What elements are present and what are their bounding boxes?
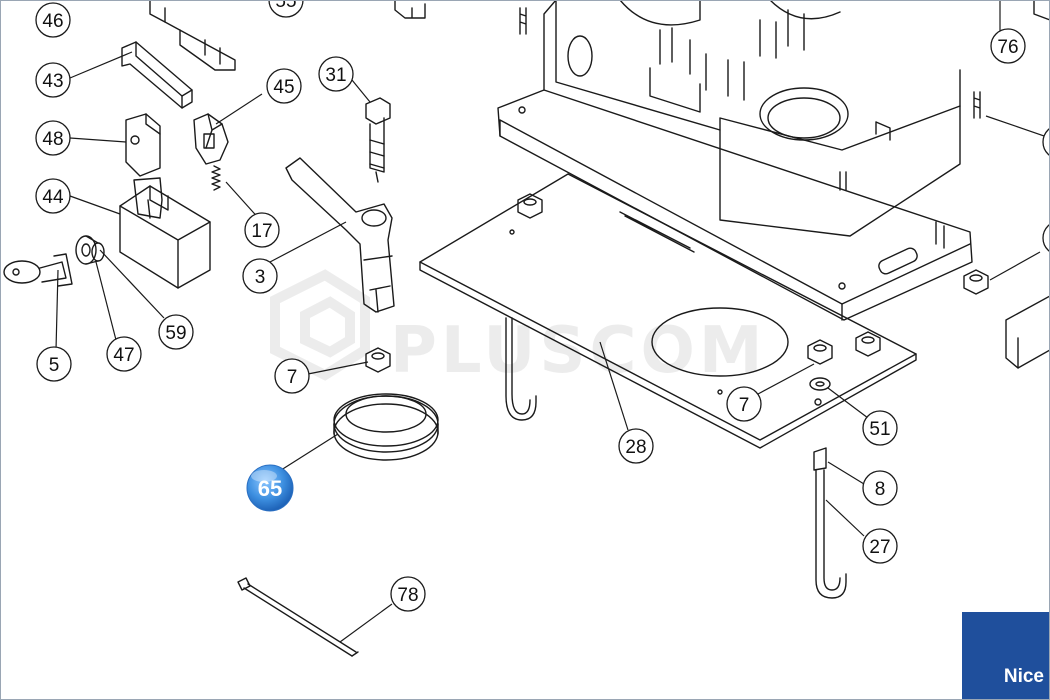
part-17-spring	[211, 165, 221, 191]
part-7-nuts-plate	[807, 331, 881, 365]
callout-8[interactable]: 8	[862, 470, 898, 506]
watermark-text: PLUSCOM	[390, 314, 767, 388]
part-65-seal-ring	[333, 393, 439, 461]
callout-8-label: 8	[875, 479, 886, 500]
part-45-latch	[193, 113, 229, 165]
part-51-washer	[809, 377, 831, 391]
part-7-nut-left	[365, 347, 391, 373]
callout-43[interactable]: 43	[35, 62, 71, 98]
callout-47-label: 47	[113, 345, 134, 366]
callout-76[interactable]: 76	[990, 28, 1026, 64]
callout-43-label: 43	[42, 71, 63, 92]
brand-logo: Nice	[962, 612, 1050, 700]
part-stud-left	[505, 317, 537, 421]
callout-76-label: 76	[997, 37, 1018, 58]
watermark: PLUSCOM	[270, 269, 767, 388]
callout-31[interactable]: 31	[318, 56, 354, 92]
brand-logo-text: Nice	[1003, 666, 1044, 687]
callout-17-label: 17	[251, 221, 272, 242]
callout-partial-right-1	[1042, 127, 1050, 157]
callout-17[interactable]: 17	[244, 212, 280, 248]
part-55-partial	[394, 0, 426, 19]
part-5-key	[3, 253, 73, 287]
callout-51-label: 51	[869, 419, 890, 440]
callout-78[interactable]: 78	[390, 576, 426, 612]
callouts: 46 55 76 43 45 31 48 44	[35, 0, 1050, 612]
part-44-housing	[119, 177, 211, 289]
part-motor-housing	[497, 0, 973, 321]
part-78-cable-tie	[237, 577, 359, 657]
part-27-stud	[813, 447, 847, 599]
callout-44[interactable]: 44	[35, 178, 71, 214]
part-nut-right	[963, 269, 989, 295]
part-nut-plate	[517, 193, 543, 219]
callout-3[interactable]: 3	[242, 258, 278, 294]
callout-5-label: 5	[49, 355, 60, 376]
callout-7-left[interactable]: 7	[274, 358, 310, 394]
part-48-tag	[125, 113, 161, 177]
callout-27-label: 27	[869, 537, 890, 558]
callout-7-right-label: 7	[739, 395, 750, 416]
callout-45[interactable]: 45	[266, 68, 302, 104]
callout-48[interactable]: 48	[35, 120, 71, 156]
callout-46[interactable]: 46	[35, 2, 71, 38]
callout-59[interactable]: 59	[158, 314, 194, 350]
callout-3-label: 3	[255, 267, 266, 288]
part-top-right-partial	[1033, 0, 1050, 21]
part-43-bracket	[121, 41, 193, 109]
callout-28-label: 28	[625, 437, 646, 458]
leader-lines	[55, 0, 1050, 643]
callout-47[interactable]: 47	[106, 336, 142, 372]
part-top-studs	[519, 7, 981, 119]
callout-partial-right-2	[1042, 223, 1050, 253]
part-3-lever	[285, 157, 395, 313]
callout-51[interactable]: 51	[862, 410, 898, 446]
callout-55-label: 55	[275, 0, 296, 12]
part-47-cylinder	[75, 235, 105, 265]
callout-46-label: 46	[42, 11, 63, 32]
part-right-partial	[1005, 295, 1050, 369]
callout-44-label: 44	[42, 187, 64, 208]
callout-65-label: 65	[258, 476, 282, 501]
callout-78-label: 78	[397, 585, 418, 606]
part-46-partial	[149, 0, 236, 71]
callout-31-label: 31	[325, 65, 346, 86]
callout-28[interactable]: 28	[618, 428, 654, 464]
callout-59-label: 59	[165, 323, 186, 344]
callout-5[interactable]: 5	[36, 346, 72, 382]
callout-65-highlighted[interactable]: 65	[246, 464, 294, 512]
part-31-screw	[365, 97, 391, 183]
callout-7-right[interactable]: 7	[726, 386, 762, 422]
callout-55[interactable]: 55	[268, 0, 304, 18]
callout-27[interactable]: 27	[862, 528, 898, 564]
callout-45-label: 45	[273, 77, 294, 98]
callout-7-left-label: 7	[287, 367, 298, 388]
callout-48-label: 48	[42, 129, 63, 150]
